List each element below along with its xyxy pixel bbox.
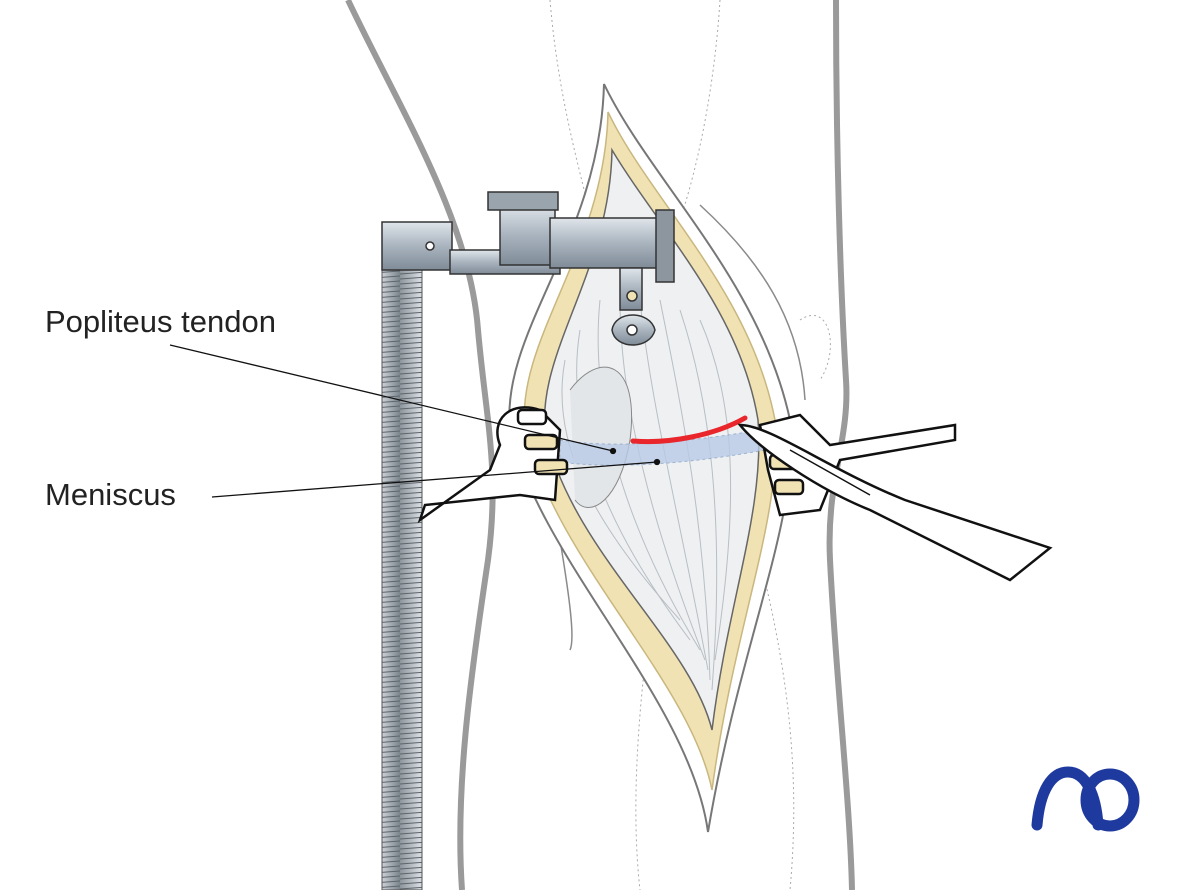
skin-fold-lines [559, 204, 806, 651]
meniscus-label: Meniscus [45, 477, 176, 512]
popliteus-tendon-label: Popliteus tendon [45, 304, 276, 339]
threaded-rod [381, 261, 423, 890]
meniscus-band [559, 429, 766, 466]
ao-logo [1031, 766, 1140, 832]
distractor-clamp [381, 191, 675, 346]
red-incision-line [630, 415, 748, 445]
left-retractor [417, 406, 569, 524]
popliteus-tendon-shape [569, 366, 632, 508]
scalpel [737, 423, 1053, 582]
leader-lines [169, 344, 661, 498]
